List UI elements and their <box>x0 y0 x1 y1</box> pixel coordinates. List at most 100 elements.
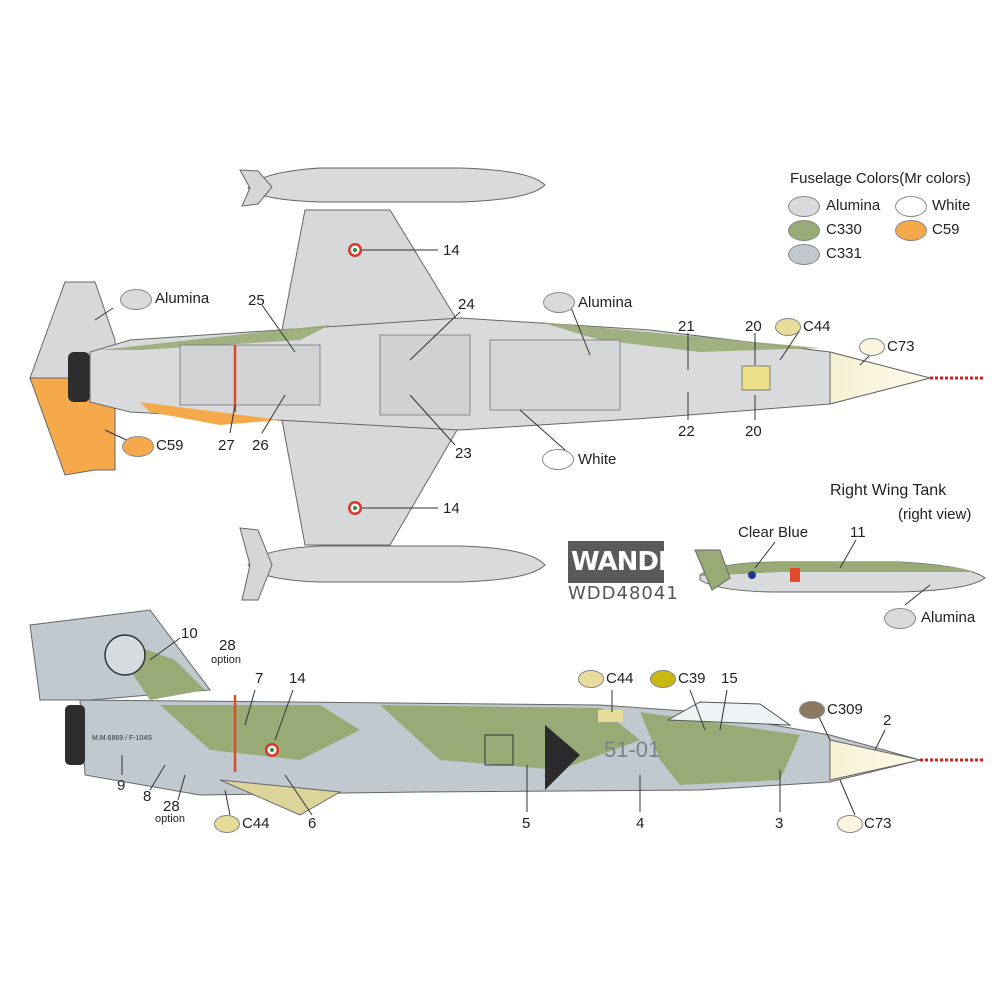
number-4: 4 <box>636 815 645 832</box>
aircraft-serial: 51-01 <box>604 737 660 762</box>
callout-swatch-c73-top <box>859 338 885 356</box>
nose-cone <box>829 351 932 405</box>
number-8: 8 <box>143 788 152 805</box>
legend-label-c59: C59 <box>932 221 960 238</box>
tank-title: Right Wing Tank <box>830 482 947 499</box>
side-panel-yellow <box>598 710 623 722</box>
callout-c309: C309 <box>827 701 863 718</box>
panel-yellow <box>741 365 771 391</box>
right-wing-tank-drawing <box>694 539 986 606</box>
callout-c44-top: C44 <box>803 318 831 335</box>
callout-c39: C39 <box>678 670 706 687</box>
lower-wing-tank <box>247 545 546 583</box>
tank-clear-blue: Clear Blue <box>738 524 809 541</box>
callout-swatch-c309 <box>799 701 825 719</box>
lower-wing <box>281 419 461 546</box>
legend-swatch-white <box>895 196 927 217</box>
callout-c73-top: C73 <box>887 338 915 355</box>
number-20-bottom: 20 <box>745 423 762 440</box>
callout-swatch-c73-side <box>837 815 863 833</box>
callout-swatch-alumina-tail <box>120 289 152 310</box>
product-code: WDD48041 <box>568 583 679 604</box>
side-leader-lines <box>121 637 886 816</box>
number-20-top: 20 <box>745 318 762 335</box>
number-26: 26 <box>252 437 269 454</box>
fwd-panel <box>489 339 621 411</box>
callout-white: White <box>578 451 617 468</box>
number-21: 21 <box>678 318 695 335</box>
legend-label-alumina: Alumina <box>826 197 881 214</box>
option-bottom: option <box>155 813 185 825</box>
legend-title: Fuselage Colors(Mr colors) <box>790 170 971 187</box>
number-28-bottom: 28 <box>163 798 180 815</box>
number-9: 9 <box>117 777 126 794</box>
legend-label-c330: C330 <box>826 221 862 238</box>
lower-tank-fin <box>239 527 273 601</box>
number-5: 5 <box>522 815 531 832</box>
center-panel <box>379 334 471 416</box>
number-25: 25 <box>248 292 265 309</box>
number-22: 22 <box>678 423 695 440</box>
roundel-lower <box>348 501 362 515</box>
callout-swatch-white <box>542 449 574 470</box>
top-camo-strip <box>100 325 330 350</box>
tank-number-11: 11 <box>850 524 866 541</box>
callout-alumina-body: Alumina <box>578 294 633 311</box>
callout-swatch-c44-side <box>578 670 604 688</box>
tank-fin <box>694 549 731 591</box>
tank-swatch-alumina <box>884 608 916 629</box>
callout-swatch-alumina-body <box>543 292 575 313</box>
tank-camo <box>700 562 975 576</box>
side-exhaust <box>65 705 85 765</box>
side-camo-1 <box>160 705 360 760</box>
callout-c59: C59 <box>156 437 184 454</box>
intake <box>545 725 580 790</box>
number-27: 27 <box>218 437 235 454</box>
number-14-lower: 14 <box>443 500 460 517</box>
upper-tank-fin <box>239 169 273 207</box>
number-23: 23 <box>455 445 472 462</box>
tank-alumina: Alumina <box>921 609 976 626</box>
number-15: 15 <box>721 670 738 687</box>
number-14-side: 14 <box>289 670 306 687</box>
callout-c73-side: C73 <box>864 815 892 832</box>
ventral-fin <box>219 779 342 816</box>
canopy <box>666 701 792 726</box>
side-nose-cone <box>829 739 921 781</box>
upper-wing <box>281 209 461 331</box>
number-24: 24 <box>458 296 475 313</box>
exhaust-nozzle <box>68 352 90 402</box>
number-3: 3 <box>775 815 784 832</box>
callout-swatch-c59 <box>122 436 154 457</box>
callout-swatch-c44-bottom <box>214 815 240 833</box>
top-orange-strip <box>140 402 280 425</box>
brand-logo: WANDD <box>568 541 680 583</box>
legend-label-c331: C331 <box>826 245 862 262</box>
roundel-side <box>265 743 279 757</box>
top-view-aircraft <box>29 167 985 601</box>
top-camo-strip-2 <box>540 322 820 352</box>
legend-swatch-alumina <box>788 196 820 217</box>
number-10: 10 <box>181 625 198 642</box>
legend-swatch-c330 <box>788 220 820 241</box>
callout-c44-side: C44 <box>606 670 634 687</box>
number-6: 6 <box>308 815 317 832</box>
upper-wing-tank <box>247 167 546 203</box>
legend-label-white: White <box>932 197 971 214</box>
clear-blue-light <box>748 571 756 579</box>
number-28-top: 28 <box>219 637 236 654</box>
callout-swatch-c44-top <box>775 318 801 336</box>
callout-c44-bottom: C44 <box>242 815 270 832</box>
side-camo-3 <box>640 712 800 785</box>
tail-emblem <box>104 634 146 676</box>
tail-text: M.M.6869 / F-104S <box>92 735 152 742</box>
roundel-upper <box>348 243 362 257</box>
tank-subtitle: (right view) <box>898 506 972 523</box>
option-top: option <box>211 654 241 666</box>
side-panel <box>484 734 514 766</box>
number-7: 7 <box>255 670 264 687</box>
legend-swatch-c59 <box>895 220 927 241</box>
tank-decal <box>790 568 800 582</box>
rear-panel <box>179 344 321 406</box>
